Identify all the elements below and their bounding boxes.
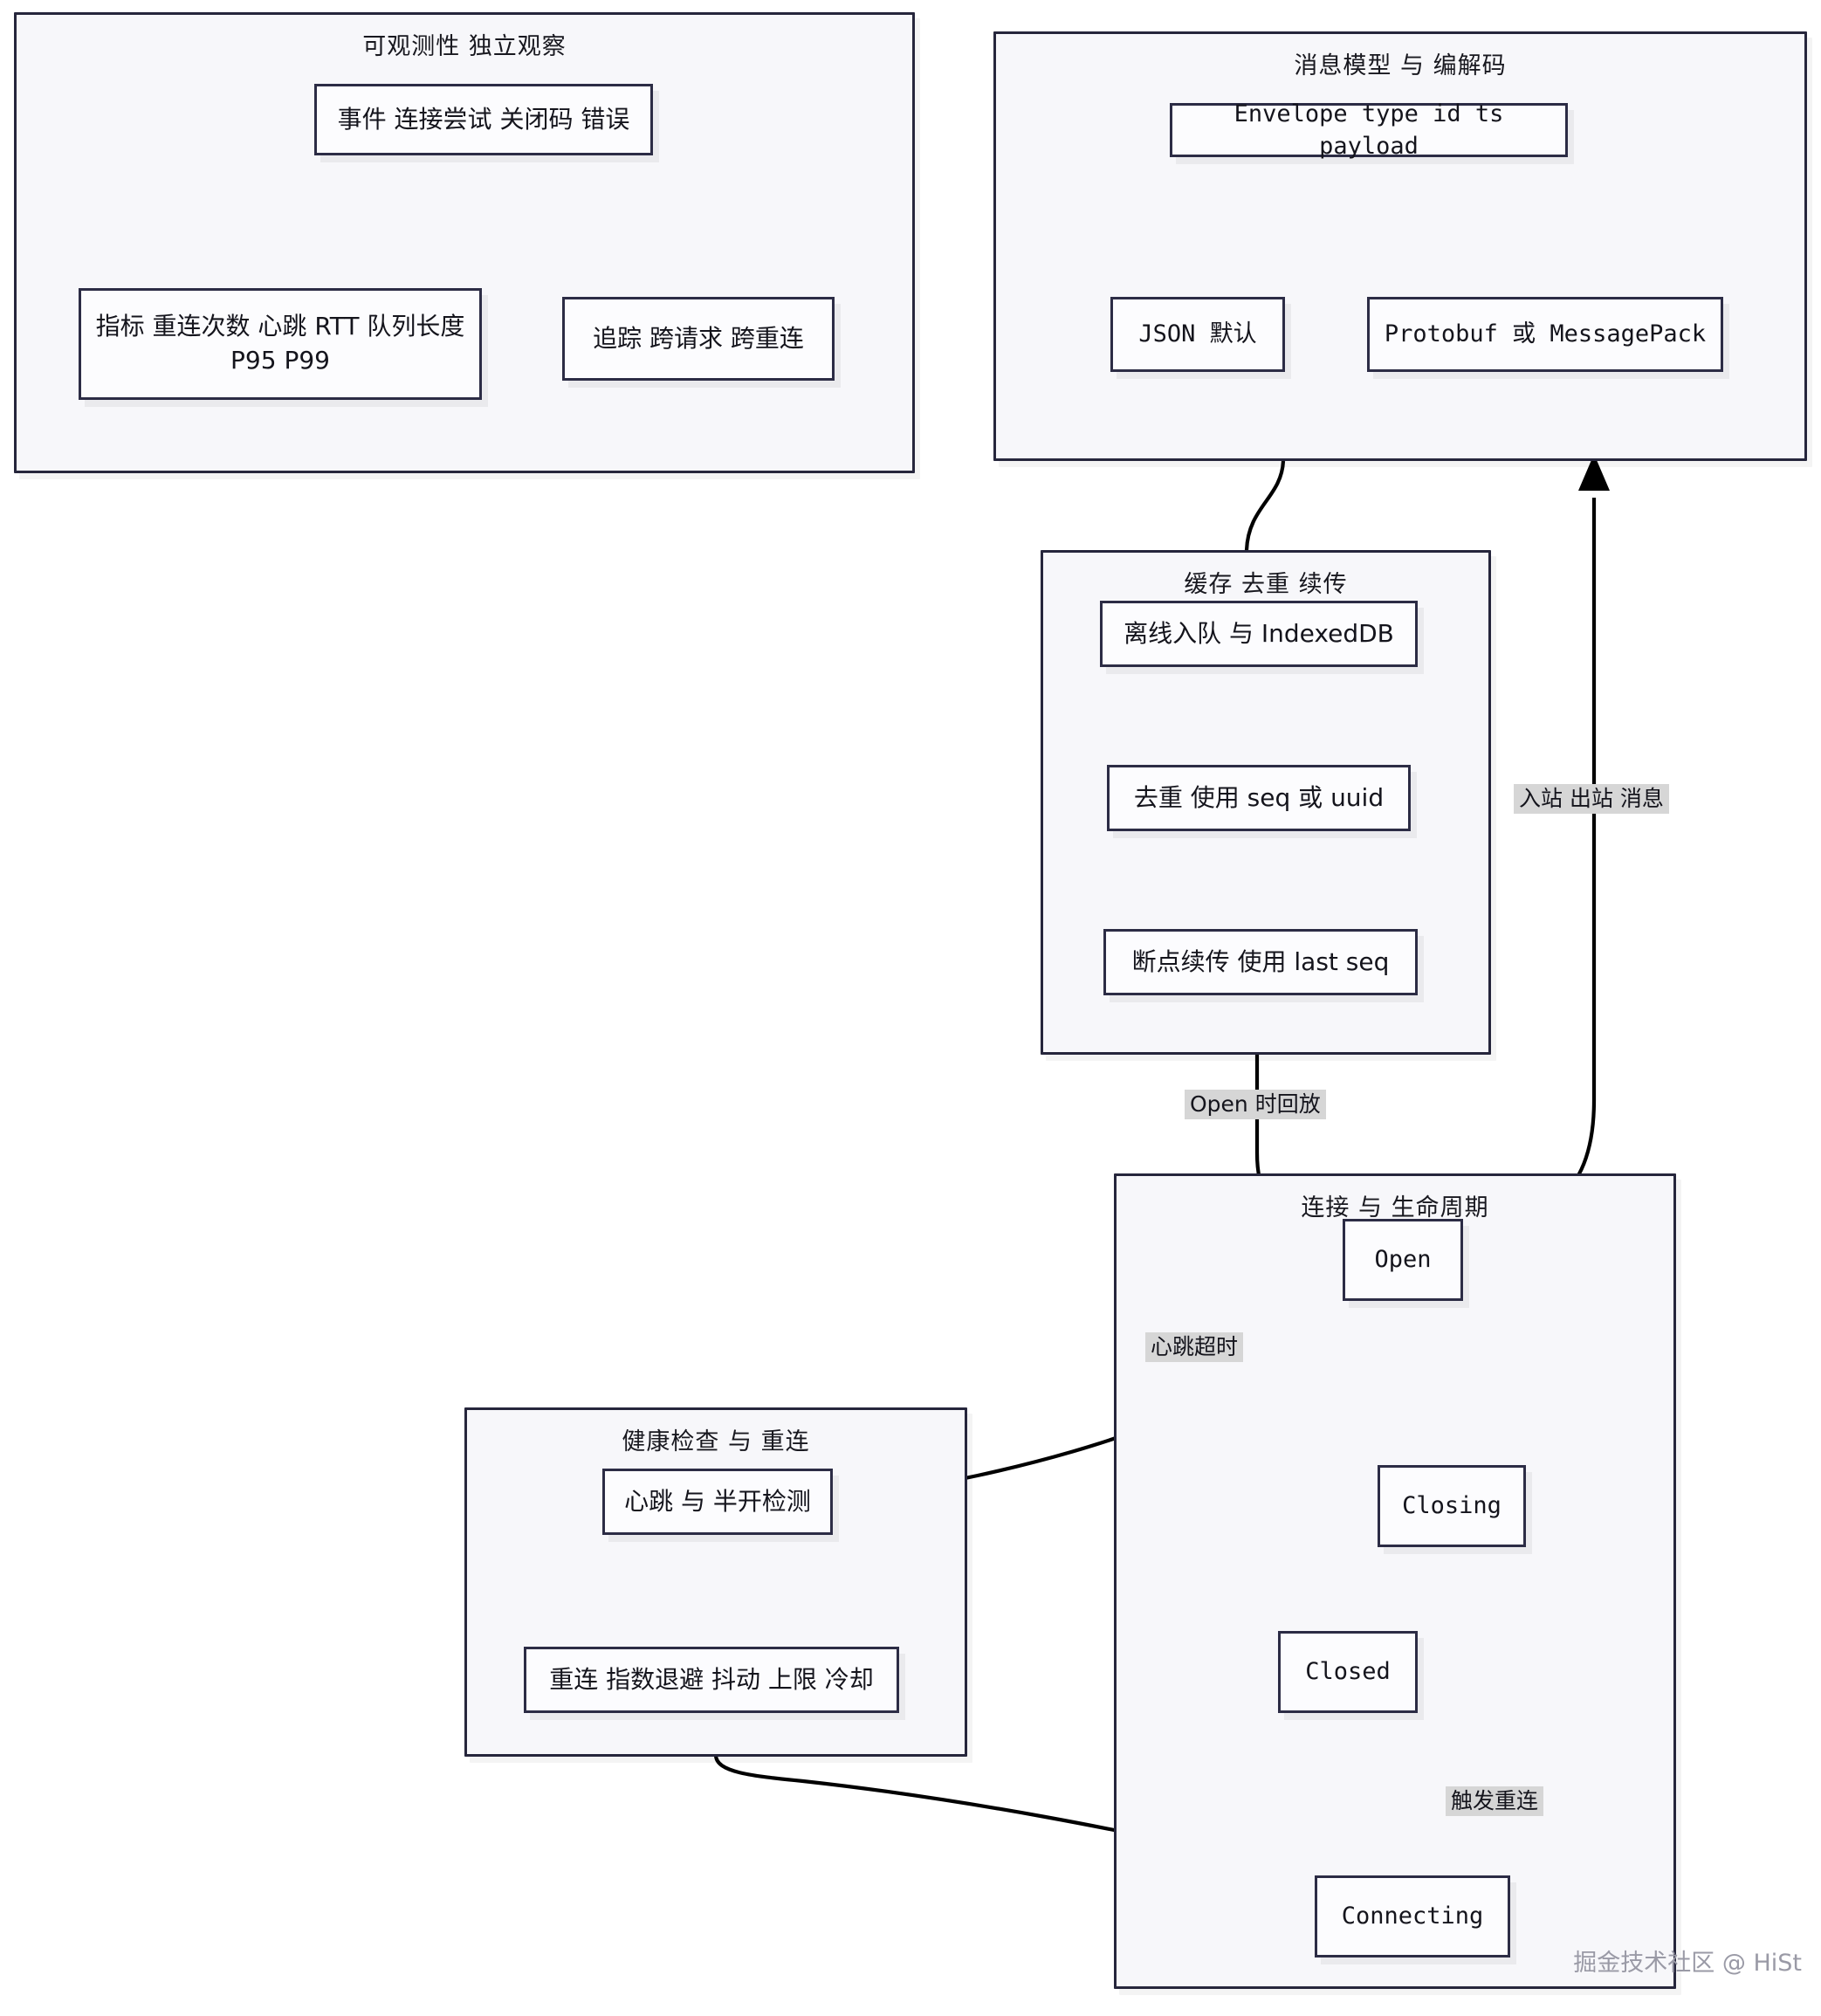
edge-label-heartbeat-timeout: 心跳超时 bbox=[1145, 1332, 1244, 1362]
cluster-lifecycle-title: 连接 与 生命周期 bbox=[1301, 1194, 1489, 1221]
watermark: 掘金技术社区 @ HiSt bbox=[1573, 1950, 1802, 1977]
node-state-closing[interactable]: Closing bbox=[1378, 1465, 1526, 1547]
edge-label-replay-on-open: Open 时回放 bbox=[1185, 1090, 1326, 1119]
cluster-observability: 可观测性 独立观察 bbox=[14, 12, 915, 473]
node-binary-codec[interactable]: Protobuf 或 MessagePack bbox=[1367, 297, 1723, 372]
cluster-observability-title: 可观测性 独立观察 bbox=[362, 33, 567, 60]
cluster-cache-title: 缓存 去重 续传 bbox=[1184, 571, 1348, 598]
node-heartbeat[interactable]: 心跳 与 半开检测 bbox=[602, 1469, 833, 1535]
edge-label-trigger-reconnect: 触发重连 bbox=[1446, 1786, 1544, 1816]
node-state-closed[interactable]: Closed bbox=[1278, 1631, 1418, 1713]
node-envelope[interactable]: Envelope type id ts payload bbox=[1170, 100, 1568, 160]
node-events[interactable]: 事件 连接尝试 关闭码 错误 bbox=[314, 84, 653, 155]
cluster-lifecycle: 连接 与 生命周期 bbox=[1114, 1173, 1676, 1989]
node-trace[interactable]: 追踪 跨请求 跨重连 bbox=[562, 297, 835, 381]
node-reconnect[interactable]: 重连 指数退避 抖动 上限 冷却 bbox=[524, 1647, 899, 1713]
cluster-health-title: 健康检查 与 重连 bbox=[622, 1428, 810, 1455]
node-json-codec[interactable]: JSON 默认 bbox=[1110, 297, 1285, 372]
node-resume[interactable]: 断点续传 使用 last seq bbox=[1103, 929, 1418, 995]
edge-label-inbound-outbound: 入站 出站 消息 bbox=[1514, 784, 1669, 814]
node-offline-queue[interactable]: 离线入队 与 IndexedDB bbox=[1100, 601, 1418, 667]
node-state-connecting[interactable]: Connecting bbox=[1315, 1875, 1510, 1958]
cluster-message-model-title: 消息模型 与 编解码 bbox=[1294, 52, 1507, 79]
cluster-message-model: 消息模型 与 编解码 bbox=[993, 31, 1807, 461]
node-metrics[interactable]: 指标 重连次数 心跳 RTT 队列长度 P95 P99 bbox=[79, 288, 482, 400]
node-dedupe[interactable]: 去重 使用 seq 或 uuid bbox=[1107, 765, 1411, 831]
node-state-open[interactable]: Open bbox=[1343, 1219, 1463, 1301]
